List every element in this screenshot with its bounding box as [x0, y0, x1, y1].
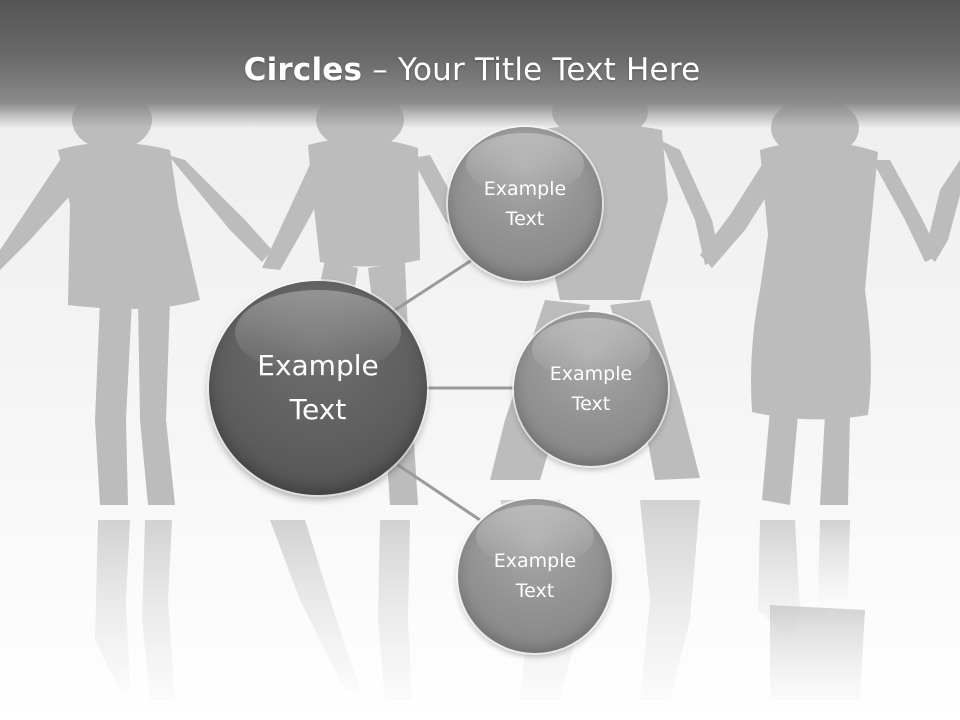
slide-title: Circles – Your Title Text Here: [0, 52, 944, 88]
satellite-circle-bottom[interactable]: Example Text: [458, 499, 612, 653]
connector-line-top: [391, 254, 479, 314]
center-circle[interactable]: Example Text: [209, 281, 427, 495]
title-rest-part: – Your Title Text Here: [362, 52, 701, 88]
satellite-circle-top[interactable]: Example Text: [448, 127, 602, 281]
satellite-circle-label: Example Text: [493, 550, 577, 602]
center-circle-label: Example Text: [257, 349, 379, 426]
connector-line-bottom: [397, 463, 481, 522]
title-bar: [0, 0, 960, 128]
satellite-circle-middle[interactable]: Example Text: [514, 312, 668, 466]
satellite-circle-label: Example Text: [549, 363, 633, 415]
satellite-circle-label: Example Text: [483, 178, 567, 230]
title-bold-part: Circles: [243, 52, 363, 88]
